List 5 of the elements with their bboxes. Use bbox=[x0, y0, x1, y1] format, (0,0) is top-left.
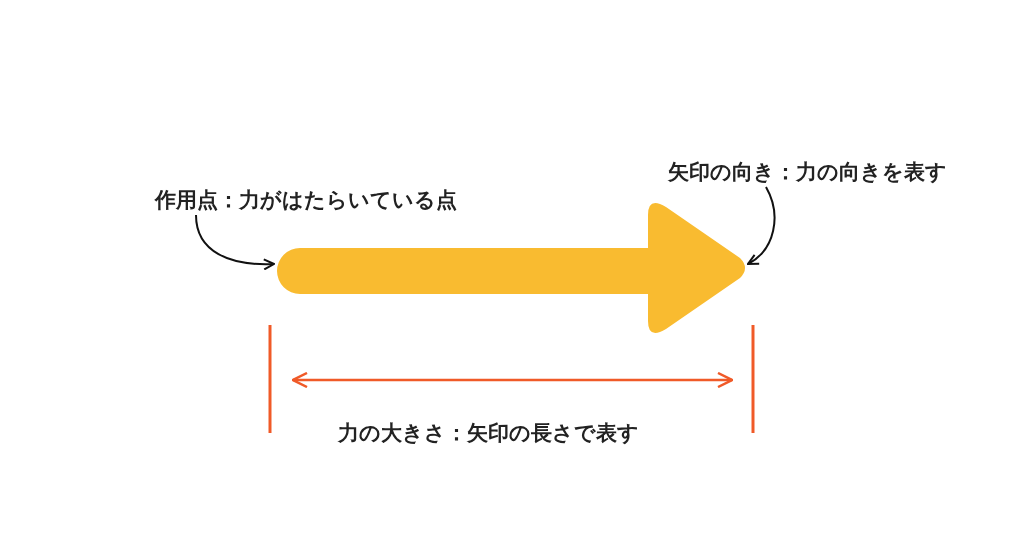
dimension-label: 力の大きさ：矢印の長さで表す bbox=[338, 420, 639, 446]
leader-arrow bbox=[195, 214, 275, 271]
annotation-text: 作用点：力がはたらいている点 bbox=[155, 187, 457, 213]
leader-arrow bbox=[747, 186, 776, 265]
annotation-text: 矢印の向き：力の向きを表す bbox=[668, 159, 947, 185]
